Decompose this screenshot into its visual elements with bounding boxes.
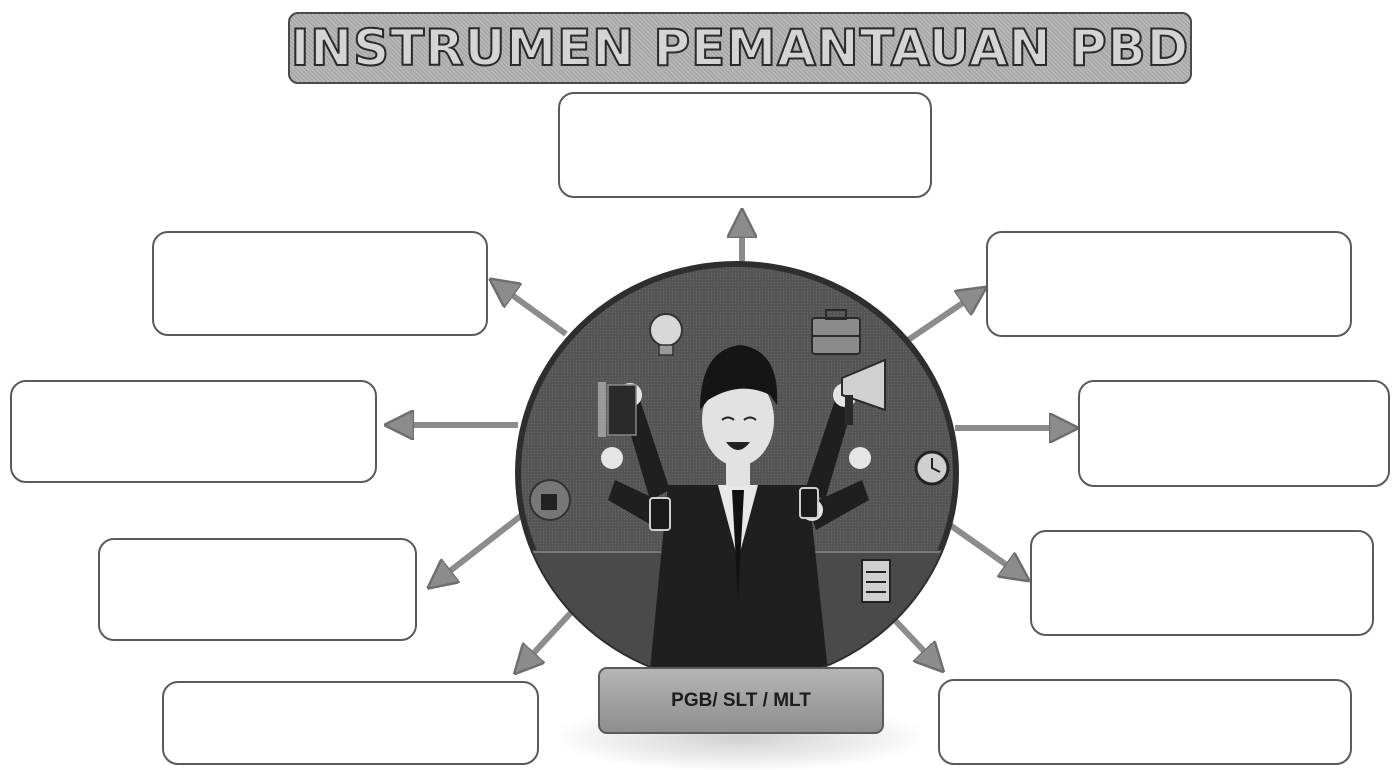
briefcase-icon [811, 309, 861, 355]
arrow-left-4 [518, 602, 581, 670]
box-right-2 [1078, 380, 1390, 487]
arrow-right-3 [948, 522, 1025, 578]
role-label: PGB/ SLT / MLT [598, 667, 884, 734]
arrow-right-4 [887, 612, 940, 668]
box-left-4 [162, 681, 539, 765]
role-label-text: PGB/ SLT / MLT [671, 689, 811, 711]
box-right-4 [938, 679, 1352, 765]
arrow-left-1 [494, 282, 568, 337]
arrow-right-1 [906, 290, 982, 343]
book-icon [598, 382, 637, 437]
phone-icon [649, 487, 819, 531]
page-title: INSTRUMEN PEMANTAUAN PBD [290, 18, 1190, 78]
document-icon [861, 559, 891, 603]
box-right-1 [986, 231, 1352, 337]
lightbulb-icon [649, 313, 683, 356]
teacher-illustration [515, 261, 959, 685]
box-left-1 [152, 231, 488, 336]
box-top [558, 92, 932, 198]
clock-icon [914, 450, 950, 486]
arrow-left-3 [432, 512, 524, 585]
box-left-3 [98, 538, 417, 641]
box-right-3 [1030, 530, 1374, 636]
box-left-2 [10, 380, 377, 483]
thumbs-up-icon [529, 479, 571, 521]
megaphone-icon [841, 358, 886, 425]
title-banner: INSTRUMEN PEMANTAUAN PBD [288, 12, 1192, 84]
